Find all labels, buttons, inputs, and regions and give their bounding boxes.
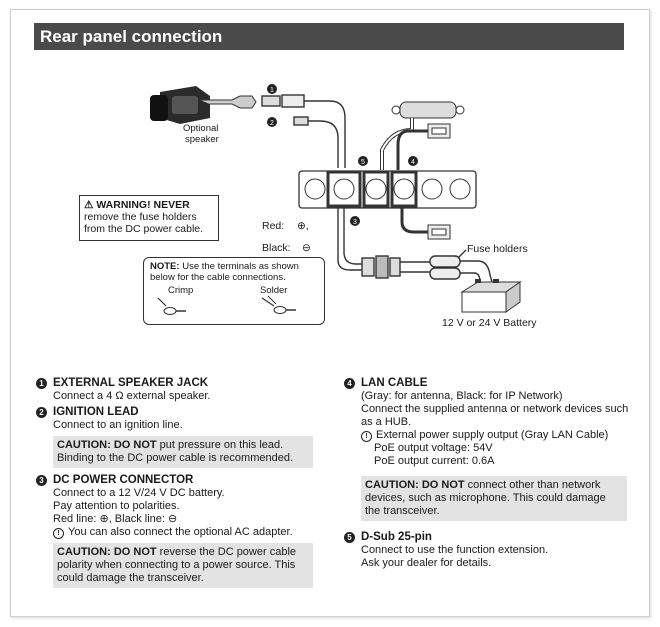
speaker-label-1: Optional — [183, 123, 218, 134]
dc-power-note: ! You can also connect the optional AC ad… — [36, 526, 318, 539]
speaker-label-2: speaker — [185, 134, 219, 145]
dsub-title: D-Sub 25-pin — [361, 531, 432, 543]
caution-text: reverse the DC power cable polarity when… — [57, 546, 297, 584]
solder-terminal-icon — [261, 295, 296, 314]
svg-text:3: 3 — [353, 219, 357, 226]
num-badge: 3 — [36, 475, 47, 486]
lan-heading: 4 LAN CABLE — [344, 377, 634, 390]
num-badge: 1 — [36, 378, 47, 389]
lan-connector-top-icon — [396, 123, 451, 170]
warning-text: remove the fuse holders from the DC powe… — [84, 211, 204, 235]
marker-4 — [408, 156, 418, 166]
caution-label: CAUTION: DO NOT — [365, 479, 465, 491]
warning-box: ⚠ WARNING! NEVER remove the fuse holders… — [79, 195, 219, 241]
page-title: Rear panel connection — [34, 23, 624, 50]
dsub-line-1: Connect to use the function extension. — [361, 544, 549, 556]
ext-speaker-text: Connect a 4 Ω external speaker. — [53, 390, 211, 402]
dsub-heading: 5 D-Sub 25-pin — [344, 531, 634, 544]
black-symbol: ⊖ — [302, 242, 311, 254]
speaker-cable — [261, 94, 346, 168]
lan-title: LAN CABLE — [361, 377, 428, 389]
lan-line-2: Connect the supplied antenna or network … — [361, 403, 629, 428]
dc-power-heading: 3 DC POWER CONNECTOR — [36, 474, 318, 487]
ext-speaker-title: EXTERNAL SPEAKER JACK — [53, 377, 209, 389]
ignition-text: Connect to an ignition line. — [53, 419, 183, 431]
note-text: Use the terminals as shown below for the… — [150, 261, 299, 283]
crimp-terminal-icon — [157, 297, 186, 315]
dsub-connector-icon — [380, 101, 465, 170]
speaker-icon — [150, 86, 257, 124]
dc-power-line-3: Red line: ⊕, Black line: ⊖ — [53, 513, 178, 525]
svg-text:4: 4 — [411, 159, 415, 166]
battery-label: 12 V or 24 V Battery — [442, 317, 537, 329]
marker-3 — [350, 216, 360, 226]
dc-power-title: DC POWER CONNECTOR — [53, 474, 194, 486]
marker-2 — [267, 117, 277, 127]
ignition-heading: 2 IGNITION LEAD — [36, 406, 318, 419]
terminal-note-box: NOTE: Use the terminals as shown below f… — [143, 257, 325, 325]
svg-text:1: 1 — [270, 87, 274, 94]
caution-text: connect other than network devices, such… — [365, 479, 606, 517]
solder-label: Solder — [260, 285, 288, 296]
black-label: Black: — [262, 242, 291, 254]
svg-text:5: 5 — [361, 159, 365, 166]
right-column: 4 LAN CABLE (Gray: for antenna, Black: f… — [344, 374, 634, 570]
dsub-line-2: Ask your dealer for details. — [361, 557, 492, 569]
crimp-label: Crimp — [168, 285, 194, 296]
ignition-caution: CAUTION: DO NOT put pressure on this lea… — [53, 436, 313, 468]
lan-note: ! External power supply output (Gray LAN … — [344, 429, 634, 442]
ignition-title: IGNITION LEAD — [53, 406, 139, 418]
num-badge: 2 — [36, 407, 47, 418]
caution-label: CAUTION: DO NOT — [57, 546, 157, 558]
poe-current: PoE output current: 0.6A — [374, 455, 495, 467]
lan-caution: CAUTION: DO NOT connect other than netwo… — [361, 476, 627, 521]
lan-note-text: External power supply output (Gray LAN C… — [376, 429, 609, 441]
marker-1 — [267, 84, 277, 94]
dc-power-caution: CAUTION: DO NOT reverse the DC power cab… — [53, 543, 313, 588]
dc-power-cable — [337, 208, 493, 283]
info-icon: ! — [53, 528, 64, 539]
battery-icon — [460, 279, 522, 313]
red-symbol: ⊕, — [297, 220, 309, 232]
dc-power-line-1: Connect to a 12 V/24 V DC battery. — [53, 487, 225, 499]
info-icon: ! — [361, 431, 372, 442]
marker-5 — [358, 156, 368, 166]
warning-title: ⚠ WARNING! NEVER — [84, 199, 190, 211]
num-badge: 5 — [344, 532, 355, 543]
rear-panel-icon — [298, 170, 477, 209]
dc-power-line-2: Pay attention to polarities. — [53, 500, 180, 512]
num-badge: 4 — [344, 378, 355, 389]
ext-speaker-heading: 1 EXTERNAL SPEAKER JACK — [36, 377, 318, 390]
lan-line-1: (Gray: for antenna, Black: for IP Networ… — [361, 390, 563, 402]
fuse-label: Fuse holders — [467, 243, 528, 255]
caution-label: CAUTION: DO NOT — [57, 439, 157, 451]
note-label: NOTE: — [150, 261, 180, 272]
poe-voltage: PoE output voltage: 54V — [374, 442, 493, 454]
dc-power-note-text: You can also connect the optional AC ada… — [68, 526, 293, 538]
left-column: 1 EXTERNAL SPEAKER JACK Connect a 4 Ω ex… — [36, 374, 318, 592]
red-label: Red: — [262, 220, 284, 232]
caution-text: put pressure on this lead. Binding to th… — [57, 439, 294, 464]
lan-connector-bottom-icon — [400, 208, 451, 240]
svg-text:2: 2 — [270, 120, 274, 127]
